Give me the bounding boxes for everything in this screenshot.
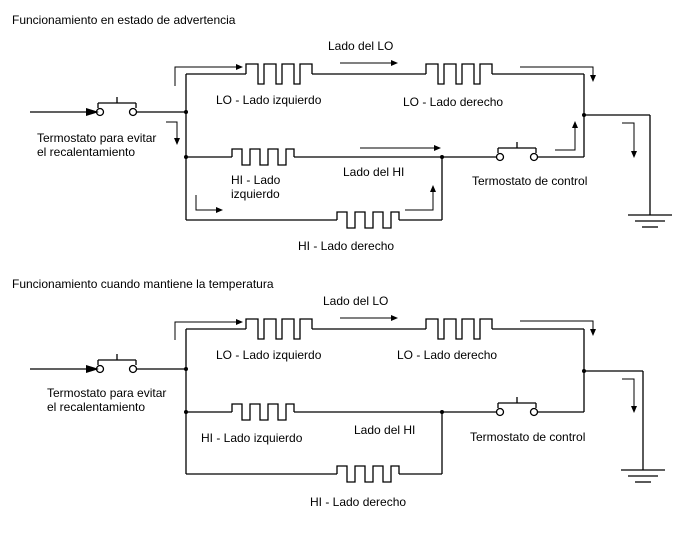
hi-branch	[186, 403, 497, 421]
junction-dot	[184, 367, 188, 371]
control-thermostat-label: Termostato de control	[470, 430, 585, 444]
hi-branch	[186, 148, 497, 166]
diagram-warning: Funcionamiento en estado de advertencia …	[12, 13, 672, 253]
overheat-thermostat-label-line2: el recalentamiento	[37, 145, 135, 159]
junction-dot	[582, 369, 586, 373]
control-thermostat	[495, 397, 584, 417]
diagram-maintain-title: Funcionamiento cuando mantiene la temper…	[12, 277, 274, 291]
diagram-warning-title: Funcionamiento en estado de advertencia	[12, 13, 236, 27]
lo-left-label: LO - Lado izquierdo	[216, 348, 322, 362]
lo-side-label: Lado del LO	[323, 294, 388, 308]
lo-branch	[186, 318, 584, 340]
hi-left-label-line1: HI - Lado	[231, 173, 281, 187]
hi-right-loop	[186, 157, 443, 229]
lo-left-label: LO - Lado izquierdo	[216, 93, 322, 107]
control-thermostat-label: Termostato de control	[472, 174, 587, 188]
ground-symbol	[628, 214, 672, 228]
hi-left-label-line2: izquierdo	[231, 187, 280, 201]
hi-side-label: Lado del HI	[343, 165, 404, 179]
hi-side-label: Lado del HI	[354, 423, 415, 437]
hi-right-label: HI - Lado derecho	[298, 239, 394, 253]
hi-left-label: HI - Lado izquierdo	[201, 431, 303, 445]
current-flow-arrows	[174, 315, 637, 413]
junction-dot	[184, 110, 188, 114]
control-thermostat	[495, 142, 584, 162]
ground-symbol	[621, 469, 665, 483]
overheat-thermostat	[95, 97, 186, 117]
overheat-thermostat	[95, 354, 186, 374]
input-arrow	[30, 108, 99, 116]
lo-right-label: LO - Lado derecho	[397, 348, 497, 362]
lo-branch	[186, 63, 584, 85]
hi-right-loop	[186, 412, 443, 483]
diagram-maintain: Funcionamiento cuando mantiene la temper…	[12, 277, 665, 509]
current-flow-arrows	[166, 60, 637, 213]
junction-dot	[582, 113, 586, 117]
lo-side-label: Lado del LO	[328, 39, 393, 53]
overheat-thermostat-label-line2: el recalentamiento	[47, 400, 145, 414]
hi-right-label: HI - Lado derecho	[310, 495, 406, 509]
input-arrow	[30, 365, 99, 373]
lo-right-label: LO - Lado derecho	[403, 95, 503, 109]
overheat-thermostat-label-line1: Termostato para evitar	[37, 131, 156, 145]
overheat-thermostat-label-line1: Termostato para evitar	[47, 386, 166, 400]
